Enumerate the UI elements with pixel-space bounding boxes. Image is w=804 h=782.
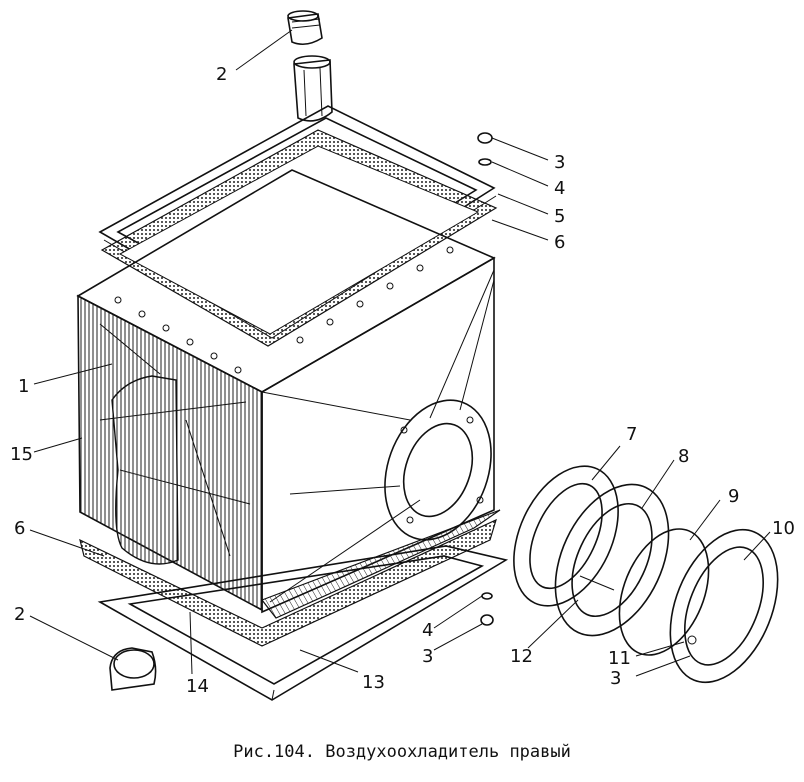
callout-3-mid: 3 bbox=[422, 646, 433, 667]
bottom-cap-part bbox=[109, 647, 157, 691]
nut-washer-top bbox=[477, 132, 493, 166]
callout-13: 13 bbox=[362, 672, 385, 693]
callout-5: 5 bbox=[554, 206, 565, 227]
leader-lines bbox=[29, 29, 771, 677]
ring-part-8 bbox=[554, 483, 670, 637]
ring-part-7 bbox=[513, 465, 619, 607]
ring-part-9 bbox=[618, 528, 710, 656]
callout-6-right: 6 bbox=[554, 232, 565, 253]
callout-12: 12 bbox=[510, 646, 533, 667]
callout-6-left: 6 bbox=[14, 518, 25, 539]
bottom-frame-part bbox=[97, 545, 509, 701]
diffuser-wedge bbox=[261, 509, 501, 619]
callout-9: 9 bbox=[728, 486, 739, 507]
callout-3-top: 3 bbox=[554, 152, 565, 173]
top-pipe-part bbox=[293, 55, 333, 122]
callout-2-bottom: 2 bbox=[14, 604, 25, 625]
stud-row bbox=[114, 246, 454, 374]
callout-3-right: 3 bbox=[610, 668, 621, 689]
outlet-flange bbox=[384, 399, 492, 541]
ring-part-10 bbox=[669, 528, 779, 684]
nut-washer-mid bbox=[480, 592, 494, 626]
tube-bundle-cutaway bbox=[111, 375, 179, 565]
top-cap-part bbox=[287, 10, 323, 46]
callout-7: 7 bbox=[626, 424, 637, 445]
callout-14: 14 bbox=[186, 676, 209, 697]
bottom-gasket-part bbox=[79, 518, 497, 647]
callout-15: 15 bbox=[10, 444, 33, 465]
callout-11: 11 bbox=[608, 648, 631, 669]
callout-4-top: 4 bbox=[554, 178, 565, 199]
callout-2-top: 2 bbox=[216, 64, 227, 85]
callout-4-mid: 4 bbox=[422, 620, 433, 641]
figure-caption: Рис.104. Воздухоохладитель правый bbox=[233, 742, 571, 762]
callout-1: 1 bbox=[18, 376, 29, 397]
top-gasket-part bbox=[100, 129, 498, 347]
callout-8: 8 bbox=[678, 446, 689, 467]
callout-10: 10 bbox=[772, 518, 795, 539]
